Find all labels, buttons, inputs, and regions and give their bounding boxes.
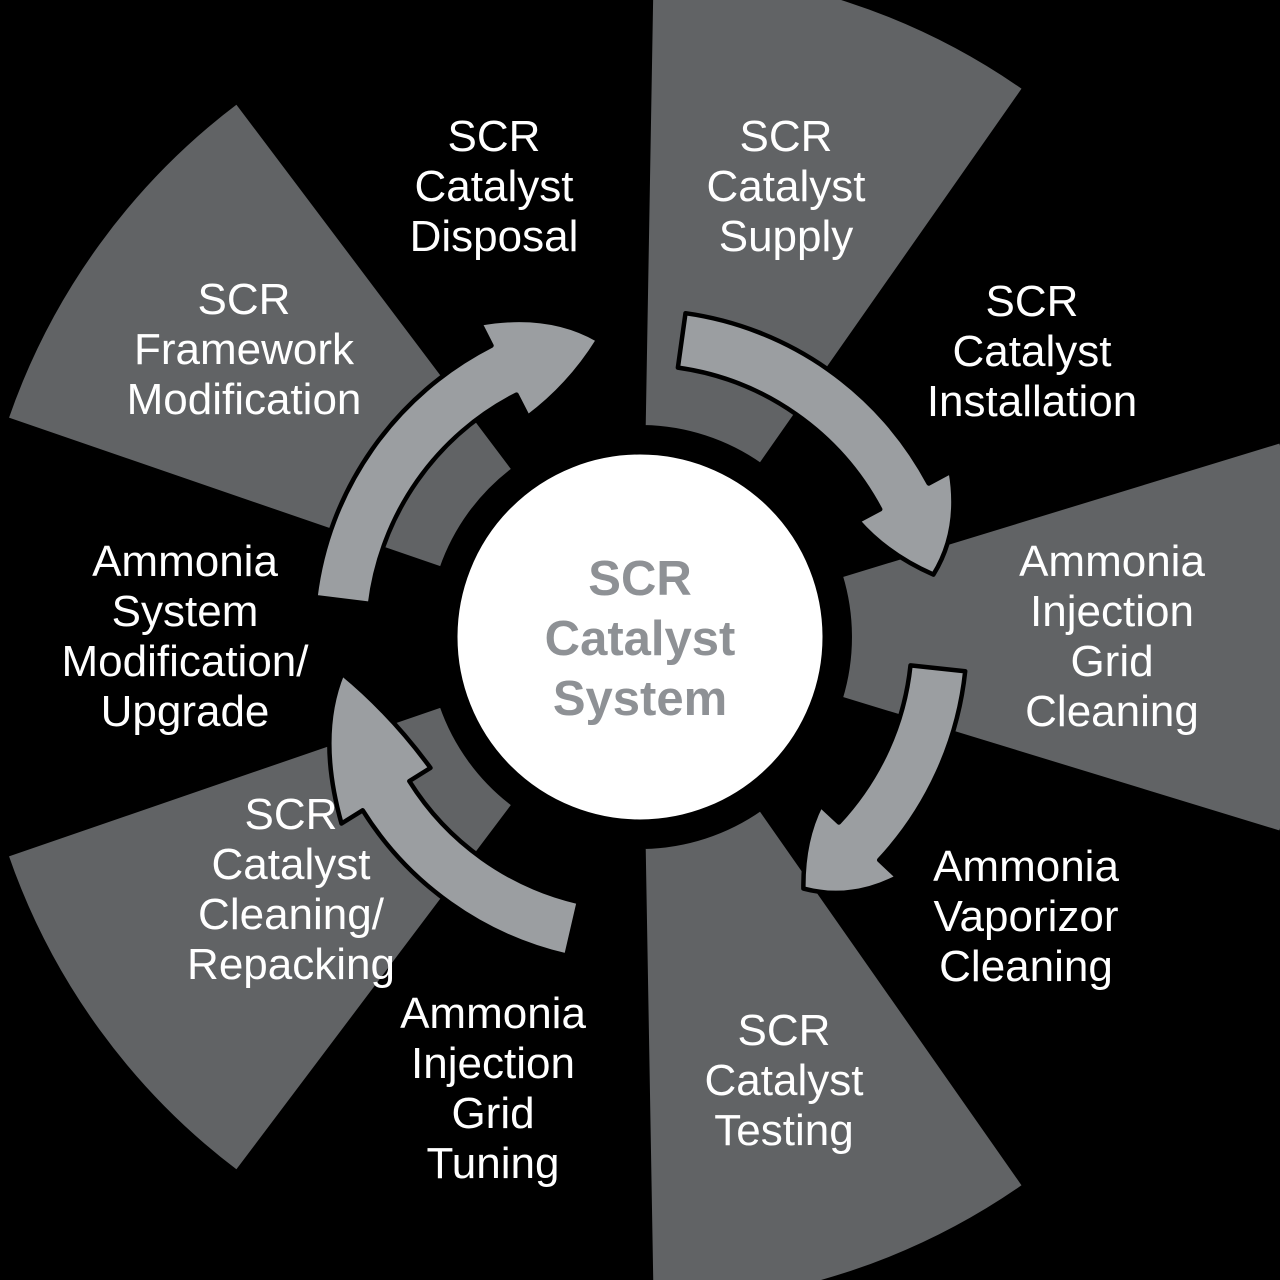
wedge-ammonia-injection-grid-cleaning: [838, 439, 1280, 835]
cycle-arrows-group: [313, 310, 968, 958]
center-circle: [448, 445, 832, 829]
wedge-scr-catalyst-testing: [641, 806, 1028, 1280]
cycle-arrow-1-clockwise: [313, 317, 601, 607]
cycle-arrow-3-clockwise: [801, 663, 968, 896]
cycle-arrow-4-clockwise: [327, 671, 582, 958]
cycle-arrow-2-clockwise: [675, 310, 956, 577]
